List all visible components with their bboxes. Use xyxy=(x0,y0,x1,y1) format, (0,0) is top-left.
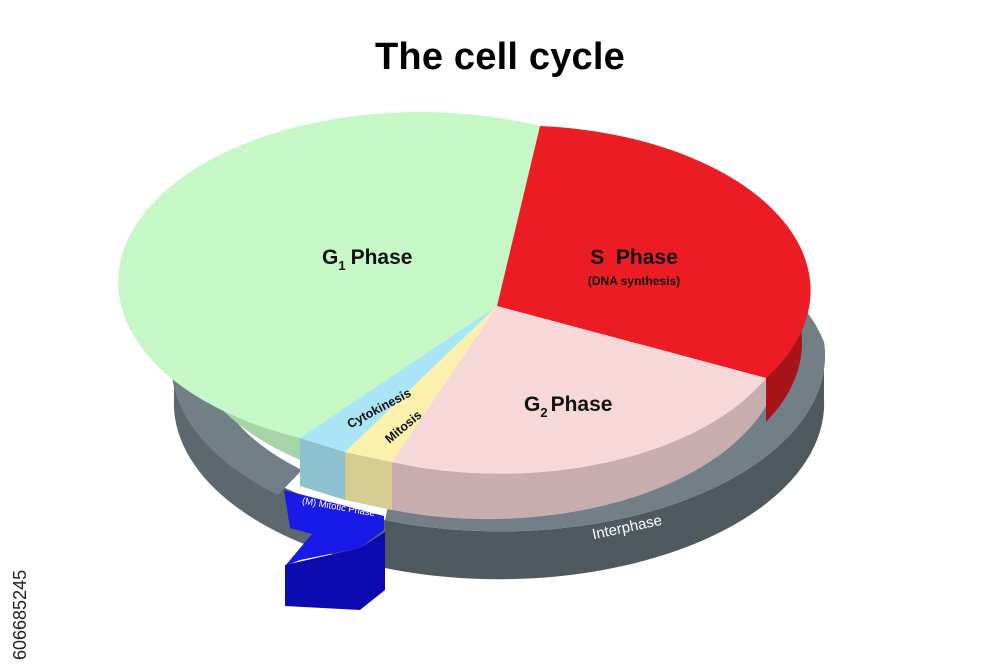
g2-side xyxy=(392,378,766,520)
page-title: The cell cycle xyxy=(375,36,625,78)
g1-slice xyxy=(118,112,540,438)
mitotic-arrow-top xyxy=(284,490,384,566)
interphase-ring-top-right xyxy=(385,276,825,532)
g2-slice xyxy=(392,306,766,474)
cytokinesis-slice xyxy=(300,306,497,452)
s-slice xyxy=(497,126,811,378)
mitosis-side xyxy=(345,452,392,510)
s-note: (DNA synthesis) xyxy=(588,274,680,288)
interphase-ring-side-right xyxy=(385,342,825,580)
stock-id-watermark: 606685245 xyxy=(10,570,30,660)
stock-id-text: 606685245 xyxy=(10,570,30,660)
cytokinesis-side xyxy=(300,438,345,500)
s-label: S Phase xyxy=(590,246,678,269)
mitotic-arrow-side xyxy=(285,532,385,610)
mitotic-phase-arrow: (M) Mitotic Phase xyxy=(284,490,385,610)
mitosis-slice xyxy=(345,306,497,462)
